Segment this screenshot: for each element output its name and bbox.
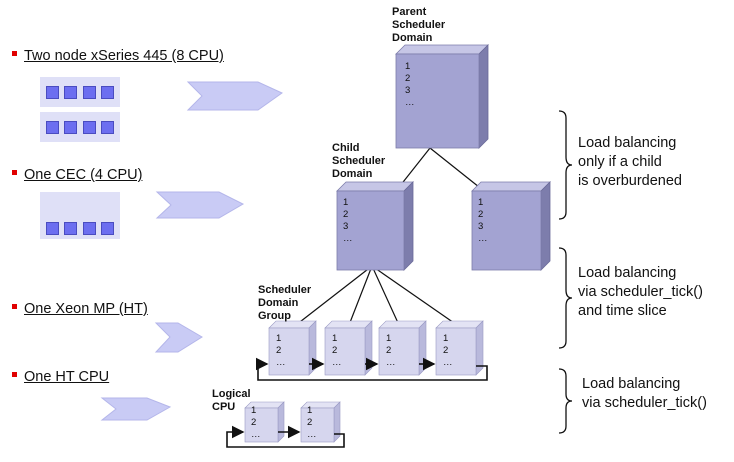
cpu-icon — [64, 121, 77, 134]
brace-icons — [558, 110, 573, 434]
cpu-icon — [101, 121, 114, 134]
logical-cpu-title: Logical CPU — [212, 388, 251, 413]
legend-item-xseries: Two node xSeries 445 (8 CPU) — [12, 48, 224, 64]
cpu-icon — [46, 86, 59, 99]
node-box — [40, 112, 120, 142]
parent-domain-title: Parent Scheduler Domain — [392, 6, 446, 44]
parent-domain-list: 1 2 3 … — [405, 61, 415, 108]
cpu-icon — [46, 121, 59, 134]
legend-item-xeon: One Xeon MP (HT) — [12, 301, 148, 317]
note-tick: Load balancing via scheduler_tick() — [582, 376, 707, 411]
note-tick-timeslice: Load balancing via scheduler_tick() and … — [578, 265, 703, 319]
node-box — [40, 77, 120, 107]
cpu-icon — [83, 86, 96, 99]
group-cubes — [268, 320, 484, 376]
bullet-icon — [12, 169, 17, 175]
group-title: Scheduler Domain Group — [258, 284, 312, 322]
cpu-icon — [64, 86, 77, 99]
cpu-icon — [83, 121, 96, 134]
child-domain-title: Child Scheduler Domain — [332, 142, 386, 180]
sibling-domain-cube — [471, 181, 551, 271]
bullet-icon — [12, 303, 17, 309]
sibling-domain-list: 1 2 3 … — [478, 197, 488, 244]
cpu-icon — [83, 222, 96, 235]
bullet-icon — [12, 371, 17, 377]
logical-cpu-cubes — [244, 401, 341, 443]
cpu-icon — [46, 222, 59, 235]
legend-item-cec: One CEC (4 CPU) — [12, 167, 142, 183]
child-domain-cube — [336, 181, 414, 271]
chevron-arrow-icon — [155, 191, 245, 219]
legend-item-ht-cpu: One HT CPU — [12, 369, 109, 385]
child-domain-list: 1 2 3 … — [343, 197, 353, 244]
chevron-arrow-icon — [100, 397, 172, 421]
cpu-icon — [101, 222, 114, 235]
bullet-icon — [12, 50, 17, 56]
cpu-icon — [101, 86, 114, 99]
cpu-icon — [64, 222, 77, 235]
note-child-overburdened: Load balancing only if a child is overbu… — [578, 135, 682, 189]
node-box — [40, 192, 120, 239]
chevron-arrow-icon — [154, 322, 203, 353]
chevron-arrow-icon — [186, 81, 283, 111]
parent-domain-cube — [395, 44, 489, 149]
